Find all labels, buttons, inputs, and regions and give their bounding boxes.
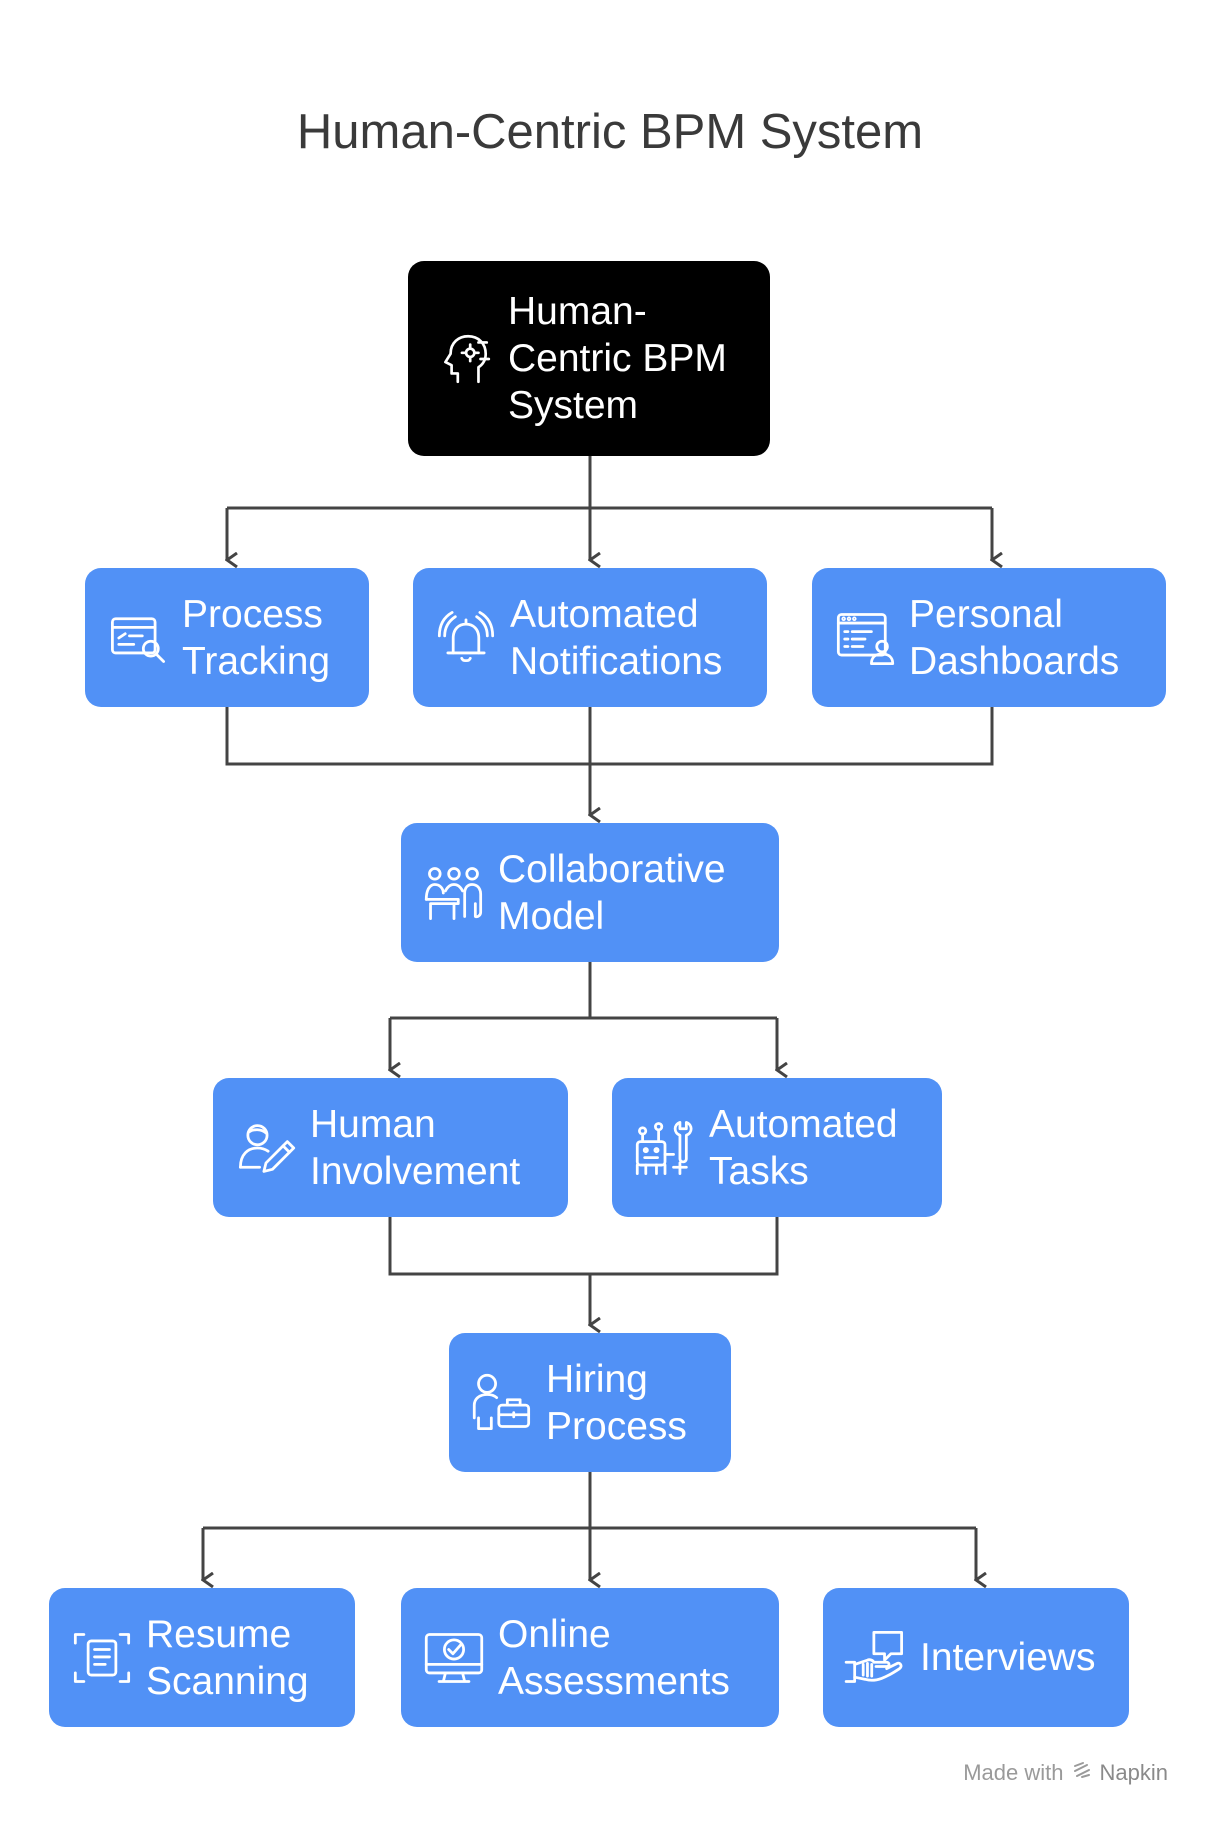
process-search-icon [104, 604, 172, 672]
node-human-centric-bpm-system: Human- Centric BPM System [408, 261, 770, 456]
footer-prefix: Made with [963, 1760, 1064, 1785]
connector-row3-merge [388, 1217, 779, 1276]
node-resume-scanning: Resume Scanning [49, 1588, 355, 1727]
monitor-check-icon [420, 1624, 488, 1692]
node-process-tracking: Process Tracking [85, 568, 369, 707]
robot-wrench-icon [631, 1114, 699, 1182]
head-gear-icon [430, 325, 498, 393]
node-automated-tasks: Automated Tasks [612, 1078, 942, 1217]
node-interviews: Interviews [823, 1588, 1129, 1727]
diagram-title: Human-Centric BPM System [296, 105, 924, 159]
footer-brand: Napkin [1099, 1760, 1168, 1785]
dashboard-user-icon [831, 604, 899, 672]
node-label: Interviews [920, 1636, 1096, 1679]
connector-row1-merge [225, 707, 994, 766]
node-online-assessments: Online Assessments [401, 1588, 779, 1727]
person-briefcase-icon [468, 1369, 536, 1437]
node-collaborative-model: Collaborative Model [401, 823, 779, 962]
node-human-involvement: Human Involvement [213, 1078, 568, 1217]
node-label: Personal Dashboards [909, 592, 1120, 683]
node-label: Human Involvement [310, 1102, 521, 1193]
node-hiring-process: Hiring Process [449, 1333, 731, 1472]
napkin-logo-icon [1072, 1760, 1092, 1786]
node-label: Hiring Process [546, 1357, 687, 1448]
document-scan-icon [68, 1624, 136, 1692]
node-label: Automated Tasks [709, 1102, 898, 1193]
footer-watermark: Made with Napkin [963, 1760, 1168, 1786]
node-label: Process Tracking [182, 592, 331, 683]
handshake-chat-icon [842, 1624, 910, 1692]
node-personal-dashboards: Personal Dashboards [812, 568, 1166, 707]
node-label: Human- Centric BPM System [508, 290, 727, 427]
node-label: Collaborative Model [498, 847, 726, 938]
person-pencil-icon [232, 1114, 300, 1182]
node-label: Online Assessments [498, 1612, 730, 1703]
bell-icon [432, 604, 500, 672]
team-icon [420, 859, 488, 927]
node-label: Automated Notifications [510, 592, 723, 683]
node-label: Resume Scanning [146, 1612, 309, 1703]
node-automated-notifications: Automated Notifications [413, 568, 767, 707]
